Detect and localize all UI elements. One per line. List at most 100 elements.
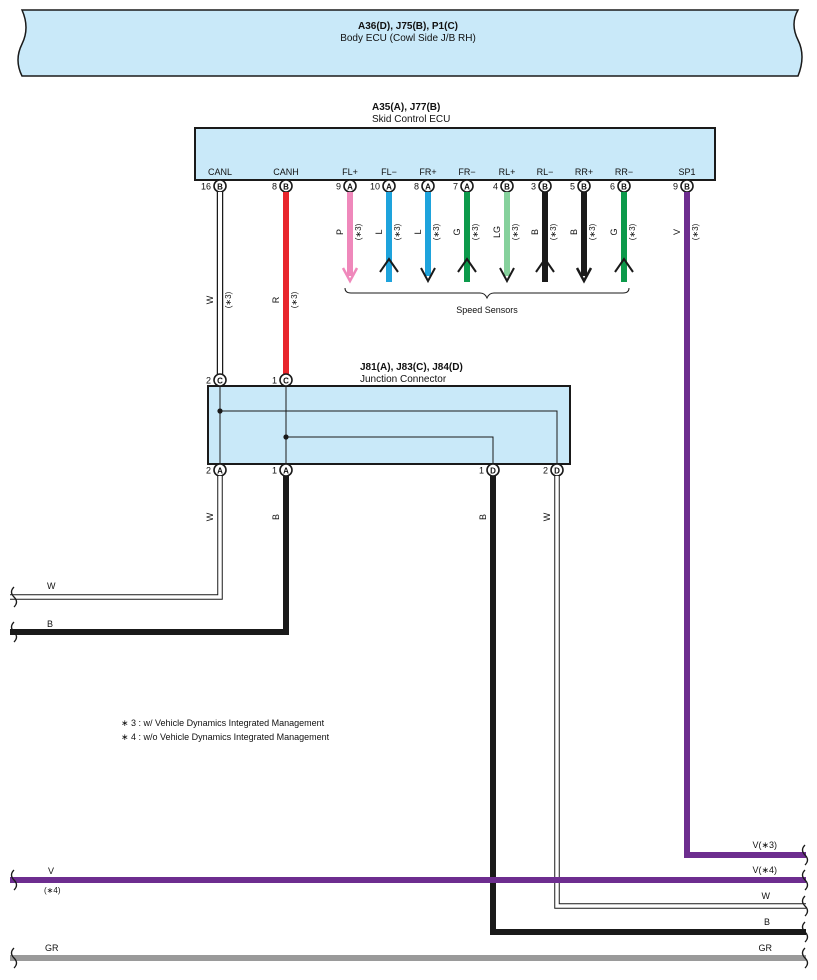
pin-connector-letter: B — [283, 182, 289, 191]
label-rr-minus-color: G — [609, 228, 619, 235]
pin-number: 1 — [272, 466, 277, 476]
pin-number: 9 — [336, 182, 341, 192]
left-wire-w-label: W — [47, 581, 56, 591]
right-wire-gr-label: GR — [759, 943, 773, 953]
wire-sp1 — [684, 192, 806, 858]
label-1d-color: B — [478, 514, 488, 520]
pin-number: 2 — [543, 466, 548, 476]
pin-connector-letter: B — [621, 182, 627, 191]
right-break-marks — [801, 844, 809, 969]
skid-ecu-box — [194, 127, 716, 181]
pin-name: FL+ — [342, 167, 358, 177]
left-wire-gr-label: GR — [45, 943, 59, 953]
label-2d-color: W — [542, 512, 552, 521]
skid-ecu-codes: A35(A), J77(B) — [372, 102, 440, 113]
footnote-3: ∗ 3 : w/ Vehicle Dynamics Integrated Man… — [121, 718, 325, 728]
pin-name: RR− — [615, 167, 633, 177]
pin-connector-circle — [213, 373, 227, 387]
pin-connector-letter: D — [490, 466, 496, 475]
wire-rl-plus — [499, 192, 515, 284]
label-sp1-color: V — [672, 229, 682, 235]
label-rl-plus-note: (∗3) — [511, 223, 520, 240]
pin-name: CANL — [208, 167, 232, 177]
wire-color-labels: W (∗3) R (∗3) P (∗3) L (∗3) L (∗3) G (∗3… — [205, 223, 700, 521]
junction-splice-w — [217, 408, 223, 414]
pin-number: 1 — [272, 376, 277, 386]
speed-sensors-brace: Speed Sensors — [344, 287, 630, 315]
pin-connector-letter: C — [283, 376, 289, 385]
label-canl-color: W — [205, 295, 215, 304]
right-wire-v3-label: V(∗3) — [752, 840, 777, 850]
label-fl-minus-note: (∗3) — [393, 223, 402, 240]
pin-connector-letter: A — [217, 466, 223, 475]
pin-connector-letter: B — [542, 182, 548, 191]
label-fr-plus-note: (∗3) — [432, 223, 441, 240]
label-fr-minus-color: G — [452, 228, 462, 235]
speed-sensor-wires — [341, 192, 634, 284]
junction-box — [207, 385, 571, 465]
footnote-4: ∗ 4 : w/o Vehicle Dynamics Integrated Ma… — [121, 732, 330, 742]
wire-fr-minus — [457, 192, 477, 282]
wire-rr-plus — [575, 192, 593, 284]
body-ecu: A36(D), J75(B), P1(C) Body ECU (Cowl Sid… — [17, 9, 803, 77]
pin-name: RL+ — [499, 167, 516, 177]
speed-sensors-label: Speed Sensors — [456, 305, 518, 315]
pin-number: 8 — [272, 182, 277, 192]
pin-number: 2 — [206, 376, 211, 386]
label-rr-minus-note: (∗3) — [628, 223, 637, 240]
horizontal-wire-labels: W B V (∗4) GR V(∗3) V(∗4) W B GR — [44, 581, 777, 953]
pin-number: 4 — [493, 182, 498, 192]
label-fr-minus-note: (∗3) — [471, 223, 480, 240]
right-wire-b-label: B — [764, 917, 770, 927]
label-canl-note: (∗3) — [224, 291, 233, 308]
wire-rl-minus — [535, 192, 555, 282]
body-ecu-name: Body ECU (Cowl Side J/B RH) — [340, 33, 476, 44]
label-fl-plus-color: P — [335, 229, 345, 235]
left-wire-v-label: V — [48, 866, 54, 876]
label-1a-color: B — [271, 514, 281, 520]
pin-number: 16 — [201, 182, 211, 192]
pin-number: 10 — [370, 182, 380, 192]
pin-name: FR+ — [419, 167, 436, 177]
right-wire-v4-label: V(∗4) — [752, 865, 777, 875]
skid-ecu-name: Skid Control ECU — [372, 114, 450, 125]
label-sp1-note: (∗3) — [691, 223, 700, 240]
pin-name: SP1 — [678, 167, 695, 177]
label-rr-plus-note: (∗3) — [588, 223, 597, 240]
pin-connector-letter: B — [217, 182, 223, 191]
label-rl-minus-color: B — [530, 229, 540, 235]
pin-number: 3 — [531, 182, 536, 192]
pin-connector-letter: A — [283, 466, 289, 475]
connector-pin: CANL 16 B — [201, 167, 232, 193]
pin-name: FL− — [381, 167, 397, 177]
label-rl-minus-note: (∗3) — [549, 223, 558, 240]
label-fl-minus-color: L — [374, 229, 384, 234]
label-canh-note: (∗3) — [290, 291, 299, 308]
pin-connector-letter: C — [217, 376, 223, 385]
label-fr-plus-color: L — [413, 229, 423, 234]
pin-number: 5 — [570, 182, 575, 192]
pin-connector-letter: A — [464, 182, 470, 191]
pin-connector-letter: B — [684, 182, 690, 191]
pin-name: RL− — [537, 167, 554, 177]
junction-connector: J81(A), J83(C), J84(D) Junction Connecto… — [206, 362, 571, 477]
junction-splice-b — [283, 434, 289, 440]
label-rl-plus-color: LG — [492, 226, 502, 238]
pin-number: 1 — [479, 466, 484, 476]
label-fl-plus-note: (∗3) — [354, 223, 363, 240]
junction-name: Junction Connector — [360, 374, 447, 385]
wire-fr-plus — [420, 192, 436, 284]
pin-name: RR+ — [575, 167, 593, 177]
label-2a-color: W — [205, 512, 215, 521]
pin-connector-letter: B — [581, 182, 587, 191]
